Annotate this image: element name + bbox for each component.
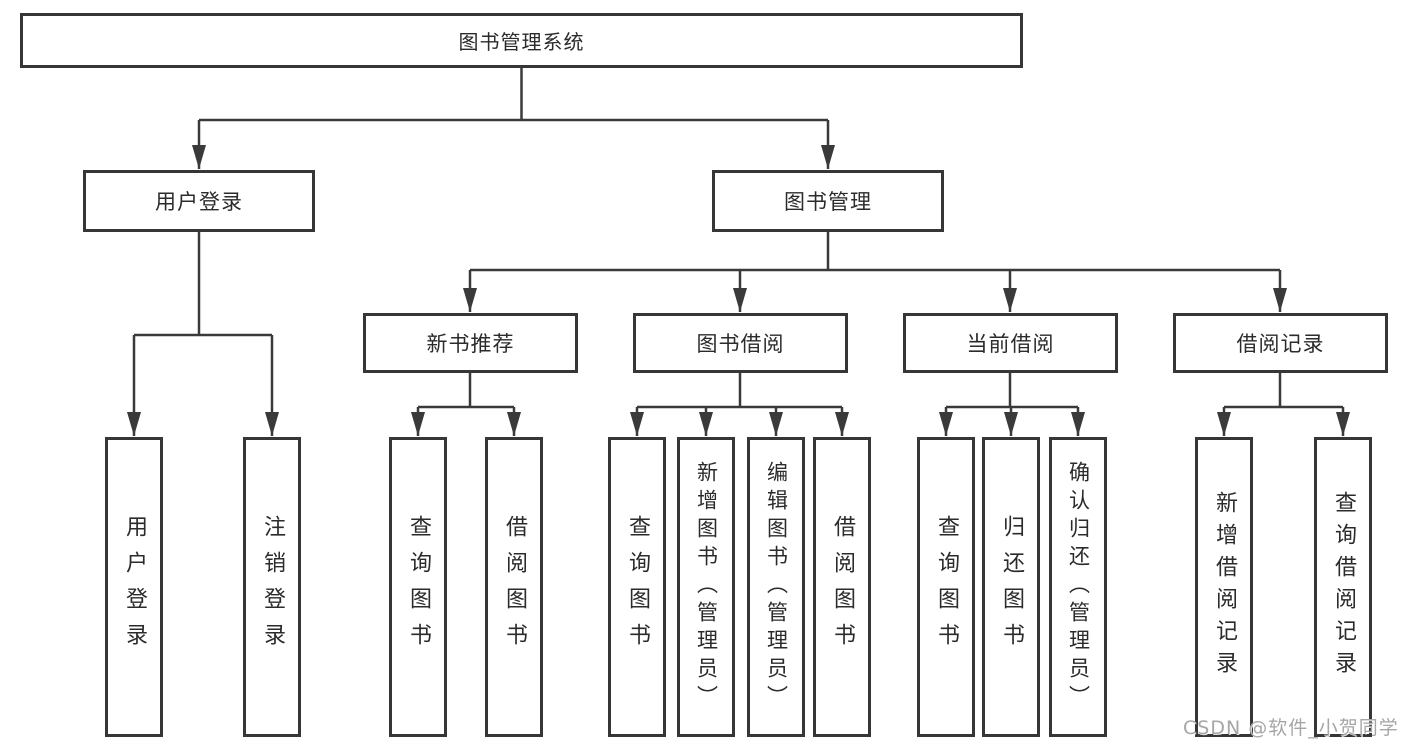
leaf-edit-books-admin: 编辑图书（管理员） [747, 437, 805, 737]
leaf-query-borrow-record-label: 查询借阅记录 [1331, 491, 1356, 683]
leaf-borrow-books-recommend: 借阅图书 [485, 437, 543, 737]
leaf-logout-label: 注销登录 [260, 515, 285, 659]
leaf-user-login: 用户登录 [105, 437, 163, 737]
leaf-add-borrow-record: 新增借阅记录 [1195, 437, 1253, 737]
node-new-book-recommendation: 新书推荐 [363, 313, 578, 373]
node-borrowing-records-label: 借阅记录 [1236, 332, 1325, 356]
leaf-return-books: 归还图书 [982, 437, 1040, 737]
leaf-user-login-label: 用户登录 [122, 515, 147, 659]
leaf-logout: 注销登录 [243, 437, 301, 737]
node-user-login-label: 用户登录 [155, 190, 243, 214]
node-book-management-label: 图书管理 [784, 190, 872, 214]
leaf-query-books-borrowing-label: 查询图书 [625, 515, 650, 659]
leaf-confirm-return-admin: 确认归还（管理员） [1049, 437, 1107, 737]
leaf-query-books-current-label: 查询图书 [934, 515, 959, 659]
node-current-borrowing-label: 当前借阅 [966, 332, 1055, 356]
node-library-system: 图书管理系统 [20, 13, 1023, 68]
leaf-confirm-return-admin-label: 确认归还（管理员） [1066, 461, 1091, 713]
leaf-borrow-books-borrowing: 借阅图书 [813, 437, 871, 737]
node-library-system-label: 图书管理系统 [458, 30, 585, 54]
leaf-query-books-current: 查询图书 [917, 437, 975, 737]
leaf-borrow-books-recommend-label: 借阅图书 [502, 515, 527, 659]
node-book-borrowing: 图书借阅 [633, 313, 848, 373]
node-user-login: 用户登录 [83, 170, 315, 232]
csdn-watermark: CSDN @软件_小贺同学 [1183, 717, 1399, 739]
node-current-borrowing: 当前借阅 [903, 313, 1118, 373]
leaf-query-books-recommend-label: 查询图书 [406, 515, 431, 659]
node-book-borrowing-label: 图书借阅 [696, 332, 785, 356]
leaf-add-borrow-record-label: 新增借阅记录 [1212, 491, 1237, 683]
node-new-book-recommendation-label: 新书推荐 [426, 332, 515, 356]
leaf-query-borrow-record: 查询借阅记录 [1314, 437, 1372, 737]
leaf-return-books-label: 归还图书 [999, 515, 1024, 659]
node-borrowing-records: 借阅记录 [1173, 313, 1388, 373]
leaf-add-books-admin-label: 新增图书（管理员） [694, 461, 719, 713]
node-book-management: 图书管理 [712, 170, 944, 232]
leaf-borrow-books-borrowing-label: 借阅图书 [830, 515, 855, 659]
leaf-edit-books-admin-label: 编辑图书（管理员） [764, 461, 789, 713]
leaf-query-books-borrowing: 查询图书 [608, 437, 666, 737]
leaf-query-books-recommend: 查询图书 [389, 437, 447, 737]
leaf-add-books-admin: 新增图书（管理员） [677, 437, 735, 737]
